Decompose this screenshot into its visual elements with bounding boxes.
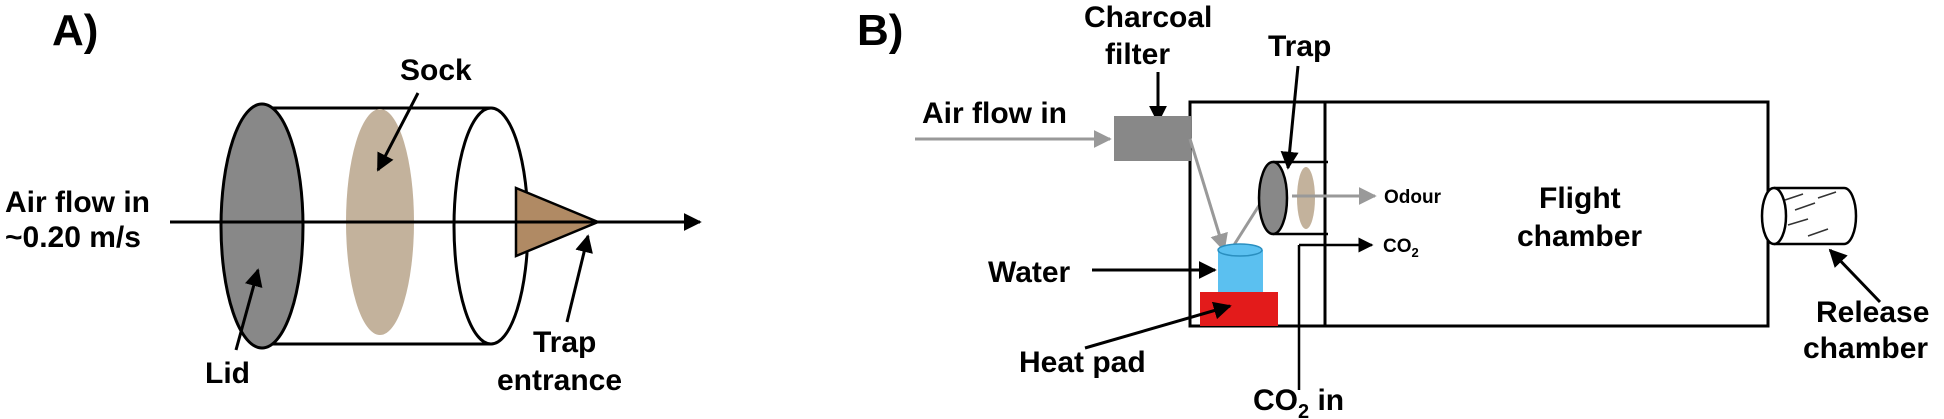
- flight-chamber-label-line1: Flight: [1539, 182, 1621, 215]
- mosquito-icon: [1794, 202, 1816, 211]
- co2-out-subscript: 2: [1412, 245, 1419, 260]
- charcoal-filter-block: [1114, 116, 1191, 161]
- trap-pointer-arrow: [1280, 65, 1300, 170]
- sock-label: Sock: [400, 54, 472, 87]
- heat-pad-label: Heat pad: [1019, 346, 1146, 379]
- mosquito-icon: [1787, 218, 1809, 226]
- air-to-water-arrow: [1188, 138, 1228, 252]
- trap-entrance-pointer-arrow: [565, 234, 593, 323]
- co2-in-text: CO: [1253, 384, 1298, 417]
- release-chamber: [1760, 186, 1858, 246]
- heat-pad-pointer-arrow: [1084, 301, 1232, 350]
- trap-cylinder-small: [1257, 160, 1328, 236]
- trap-body-lines: [1273, 160, 1328, 236]
- co2-in-suffix: in: [1309, 384, 1344, 417]
- cylinder-rim: [452, 106, 492, 346]
- release-chamber-label-line1: Release: [1816, 296, 1929, 329]
- co2-in-label: CO2 in: [1253, 384, 1344, 419]
- air-flow-label-line2: ~0.20 m/s: [5, 221, 141, 254]
- lid-pointer-arrow: [234, 268, 263, 351]
- release-chamber-pointer-arrow: [1828, 248, 1882, 304]
- mosquito-icon: [1784, 193, 1804, 201]
- charcoal-filter-label-line2: filter: [1105, 38, 1170, 71]
- air-flow-in-label: Air flow in: [922, 97, 1067, 130]
- trap-entrance-label-line1: Trap: [533, 326, 596, 359]
- flight-chamber-label-line2: chamber: [1517, 220, 1642, 253]
- co2-out-text: CO: [1383, 236, 1412, 257]
- release-chamber-label-line2: chamber: [1803, 332, 1928, 365]
- charcoal-filter-label-line1: Charcoal: [1084, 1, 1212, 34]
- panel-a: A) Sock Air flow in ~0.20 m/s Lid Trap e…: [5, 6, 702, 397]
- trap-cylinder: [219, 102, 530, 350]
- release-chamber-body: [1774, 186, 1858, 246]
- mosquito-icons: [1784, 191, 1837, 237]
- air-flow-label-line1: Air flow in: [5, 186, 150, 219]
- co2-in-subscript: 2: [1298, 401, 1309, 419]
- trap-sock-disc: [1297, 167, 1315, 229]
- release-chamber-face: [1760, 186, 1788, 246]
- mosquito-icon: [1807, 228, 1829, 237]
- water-container: [1217, 243, 1263, 292]
- lid-disc: [219, 102, 305, 350]
- trap-entrance-label-line2: entrance: [497, 364, 622, 397]
- panel-b-label: B): [857, 6, 903, 55]
- mosquito-icon: [1817, 191, 1837, 199]
- heat-pad-block: [1200, 292, 1278, 326]
- sock-pointer-arrow: [376, 92, 420, 172]
- lid-label: Lid: [205, 357, 250, 390]
- trap-label: Trap: [1268, 30, 1331, 63]
- co2-out-label: CO2: [1383, 236, 1419, 260]
- trap-lid-disc: [1257, 160, 1289, 236]
- water-label: Water: [988, 256, 1071, 289]
- water-body: [1218, 250, 1263, 292]
- panel-a-label: A): [52, 6, 98, 55]
- water-top: [1217, 243, 1263, 257]
- odour-label: Odour: [1384, 187, 1442, 208]
- panel-b: B) Charcoal filter Air flow in Trap Odou…: [857, 1, 1929, 419]
